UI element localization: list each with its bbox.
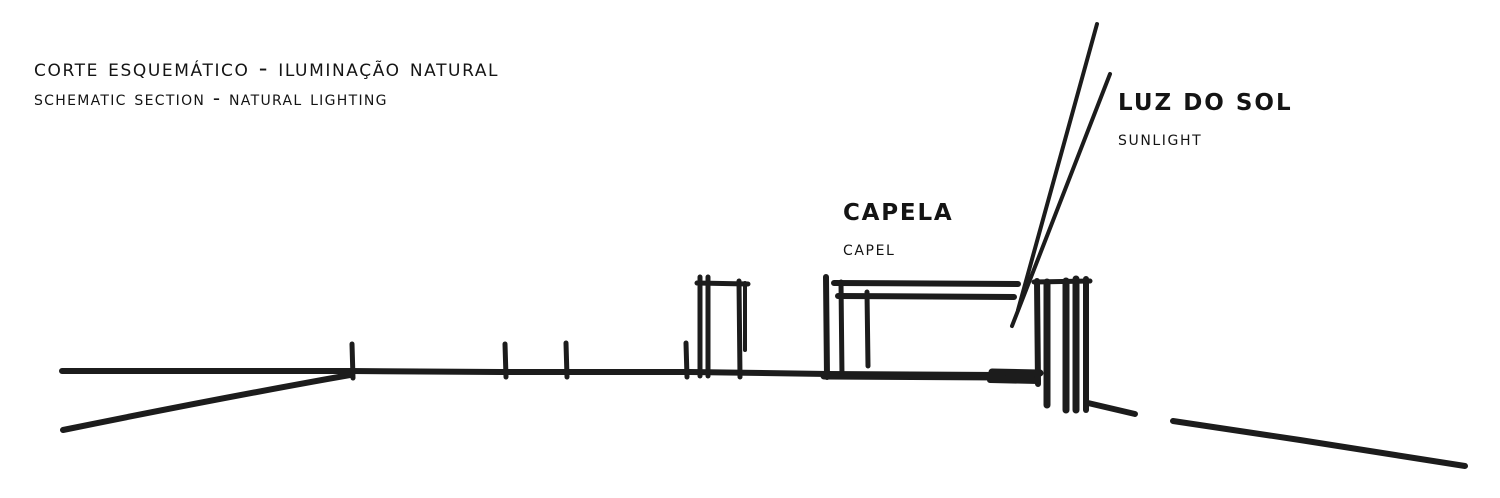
sunlight-label-english: SUNLIGHT — [1118, 126, 1203, 150]
post-3 — [563, 340, 570, 380]
sunlight-label-portuguese: LUZ DO SOL — [1118, 90, 1293, 116]
section-title-english: Schematic section - natural lighting — [34, 86, 388, 110]
chapel-column-3 — [864, 289, 871, 369]
ground-line-slope-right — [1170, 418, 1468, 469]
sun-ray-1 — [1016, 22, 1099, 312]
chapel-roof-upper — [831, 280, 1021, 287]
ground-posts — [349, 340, 690, 381]
chapel-label-portuguese: CAPELA — [843, 200, 954, 226]
chapel-step — [988, 368, 1044, 377]
post-1 — [349, 341, 356, 381]
right-wall — [1031, 275, 1093, 414]
sun-ray-2 — [1010, 72, 1112, 328]
left-pavilion — [694, 274, 751, 380]
wall-column-1 — [1034, 278, 1041, 387]
chapel-floor — [820, 372, 1006, 381]
sunlight-rays — [1010, 22, 1112, 328]
section-title-portuguese: CORTE ESQUEMÁTICO - ILUMINAÇÃO NATURAL — [34, 54, 500, 82]
post-4 — [683, 340, 690, 380]
ground-line-slope-right-short — [1085, 400, 1138, 417]
chapel-column-1 — [823, 274, 830, 380]
wall-top — [1031, 278, 1093, 285]
pavilion-roof — [694, 280, 751, 287]
chapel-label-english: CAPEL — [843, 236, 896, 260]
ground-lines — [59, 368, 1468, 469]
chapel-roof-lower — [835, 293, 1017, 300]
chapel-step-lower — [987, 377, 1041, 384]
post-2 — [502, 341, 509, 380]
pavilion-column-3 — [736, 278, 743, 380]
ground-line-slope-left — [60, 372, 353, 433]
chapel-structure — [820, 274, 1044, 384]
